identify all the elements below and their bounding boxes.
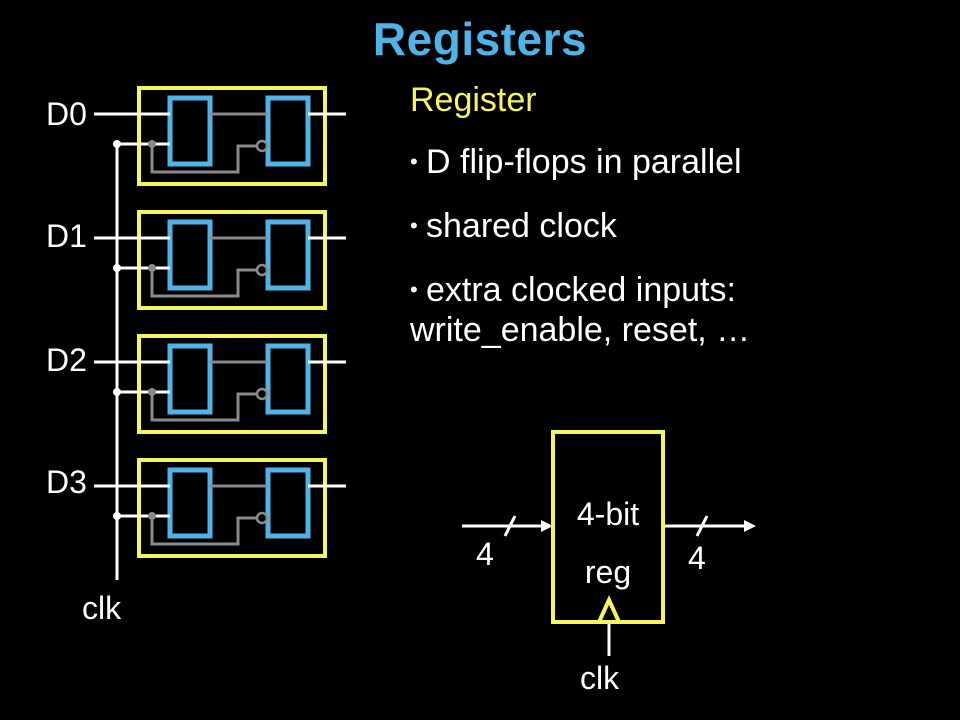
latch-2 bbox=[265, 343, 311, 415]
bullet-panel: Register D flip-flops in parallel shared… bbox=[410, 80, 930, 374]
bullet-continuation: write_enable, reset, … bbox=[410, 311, 751, 349]
internal-junction-dot bbox=[148, 388, 156, 396]
inverter-bubble-icon bbox=[255, 263, 269, 277]
internal-clock-wire bbox=[150, 516, 258, 546]
bullet-list: D flip-flops in parallel shared clock ex… bbox=[410, 142, 930, 350]
bullet-text: extra clocked inputs: bbox=[426, 271, 736, 309]
flipflop-box bbox=[137, 458, 327, 558]
bullet-item: shared clock bbox=[410, 206, 930, 246]
input-label-d2: D2 bbox=[46, 342, 87, 378]
latch-1 bbox=[167, 467, 213, 539]
input-label-d0: D0 bbox=[46, 96, 87, 132]
internal-junction-dot bbox=[148, 140, 156, 148]
register-label-line2: reg bbox=[584, 554, 632, 590]
register-box bbox=[551, 430, 665, 624]
flipflop-box bbox=[137, 86, 327, 186]
register-clock-label: clk bbox=[580, 660, 620, 696]
output-bus-slash bbox=[695, 515, 709, 537]
internal-junction-dot bbox=[148, 264, 156, 272]
internal-junction-dot bbox=[148, 512, 156, 520]
flipflop-box bbox=[137, 210, 327, 310]
latch-2 bbox=[265, 467, 311, 539]
latch-1 bbox=[167, 219, 213, 291]
internal-clock-wire bbox=[150, 392, 258, 422]
input-label-d3: D3 bbox=[46, 464, 87, 500]
register-symbol bbox=[462, 430, 756, 656]
slide-title: Registers bbox=[372, 13, 588, 65]
register-label-line1: 4-bit bbox=[576, 496, 640, 532]
input-label-d1: D1 bbox=[46, 218, 87, 254]
internal-clock-wire bbox=[150, 268, 258, 298]
latch-2 bbox=[265, 95, 311, 167]
clock-label: clk bbox=[82, 590, 122, 626]
flipflop-stack bbox=[94, 86, 346, 558]
input-arrow-icon bbox=[541, 520, 553, 532]
inverter-bubble-icon bbox=[255, 511, 269, 525]
inverter-bubble-icon bbox=[255, 387, 269, 401]
clock-junction-dot bbox=[113, 140, 121, 148]
output-arrow-icon bbox=[744, 520, 756, 532]
input-width-label: 4 bbox=[476, 536, 494, 572]
latch-2 bbox=[265, 219, 311, 291]
input-bus-slash bbox=[503, 515, 517, 537]
internal-clock-wire bbox=[150, 144, 258, 174]
latch-1 bbox=[167, 343, 213, 415]
output-width-label: 4 bbox=[688, 540, 706, 576]
flipflop-box bbox=[137, 334, 327, 434]
bullet-item: D flip-flops in parallel bbox=[410, 142, 930, 182]
latch-1 bbox=[167, 95, 213, 167]
clock-triangle-icon bbox=[597, 595, 621, 623]
section-heading: Register bbox=[410, 81, 537, 119]
inverter-bubble-icon bbox=[255, 139, 269, 153]
bullet-item: extra clocked inputs: write_enable, rese… bbox=[410, 270, 930, 350]
